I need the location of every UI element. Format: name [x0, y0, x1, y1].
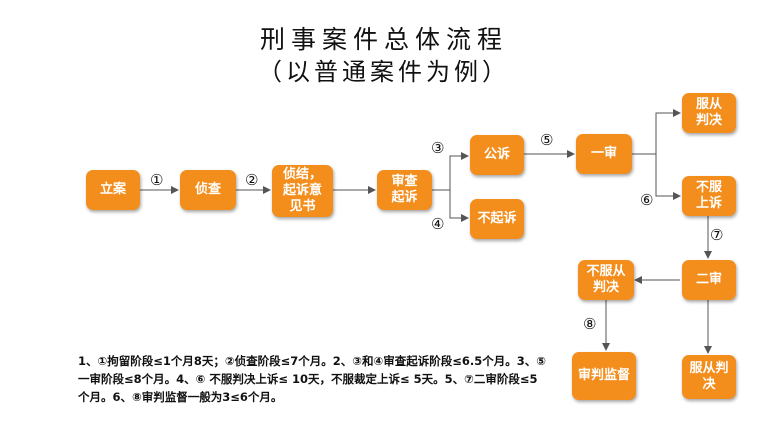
node-yishen: 一审 [576, 134, 632, 174]
label-3: ③ [431, 139, 445, 157]
node-zhencha: 侦查 [180, 170, 236, 210]
label-2: ② [245, 171, 259, 189]
notes-text: 1、①拘留阶段≤1个月8天；②侦查阶段≤7个月。2、③和④审查起诉阶段≤6.5个… [78, 354, 546, 404]
node-shencha: 审查 起诉 [377, 170, 432, 210]
diagram-title: 刑事案件总体流程 [259, 25, 508, 54]
label-4: ④ [431, 215, 445, 233]
node-bufu-shangsu: 不服 上诉 [682, 176, 736, 216]
arrow-shencha-gongsu [432, 152, 469, 191]
node-lian: 立案 [86, 170, 140, 210]
label-7: ⑦ [710, 226, 724, 244]
node-bufu-cong: 不服从 判决 [578, 260, 634, 300]
label-6: ⑥ [640, 191, 654, 209]
label-1: ① [150, 171, 164, 189]
label-8: ⑧ [583, 315, 597, 333]
node-ershen: 二审 [682, 260, 736, 300]
node-fucong-top: 服从 判决 [682, 93, 736, 133]
arrow-yishen-fucong [655, 109, 681, 154]
arrow-shencha-buqisu [449, 190, 469, 222]
node-shenpan-jiandu: 审判监督 [572, 352, 636, 400]
node-gongsu: 公诉 [470, 135, 524, 175]
label-5: ⑤ [540, 131, 554, 149]
node-buqisu: 不起诉 [470, 199, 524, 239]
arrow-yishen-bufu [655, 154, 681, 200]
diagram-subtitle: （以普通案件为例） [258, 58, 510, 86]
node-zhenjie: 侦结， 起诉意 见书 [272, 165, 333, 217]
node-fucong-bottom: 服从判 决 [682, 355, 736, 399]
